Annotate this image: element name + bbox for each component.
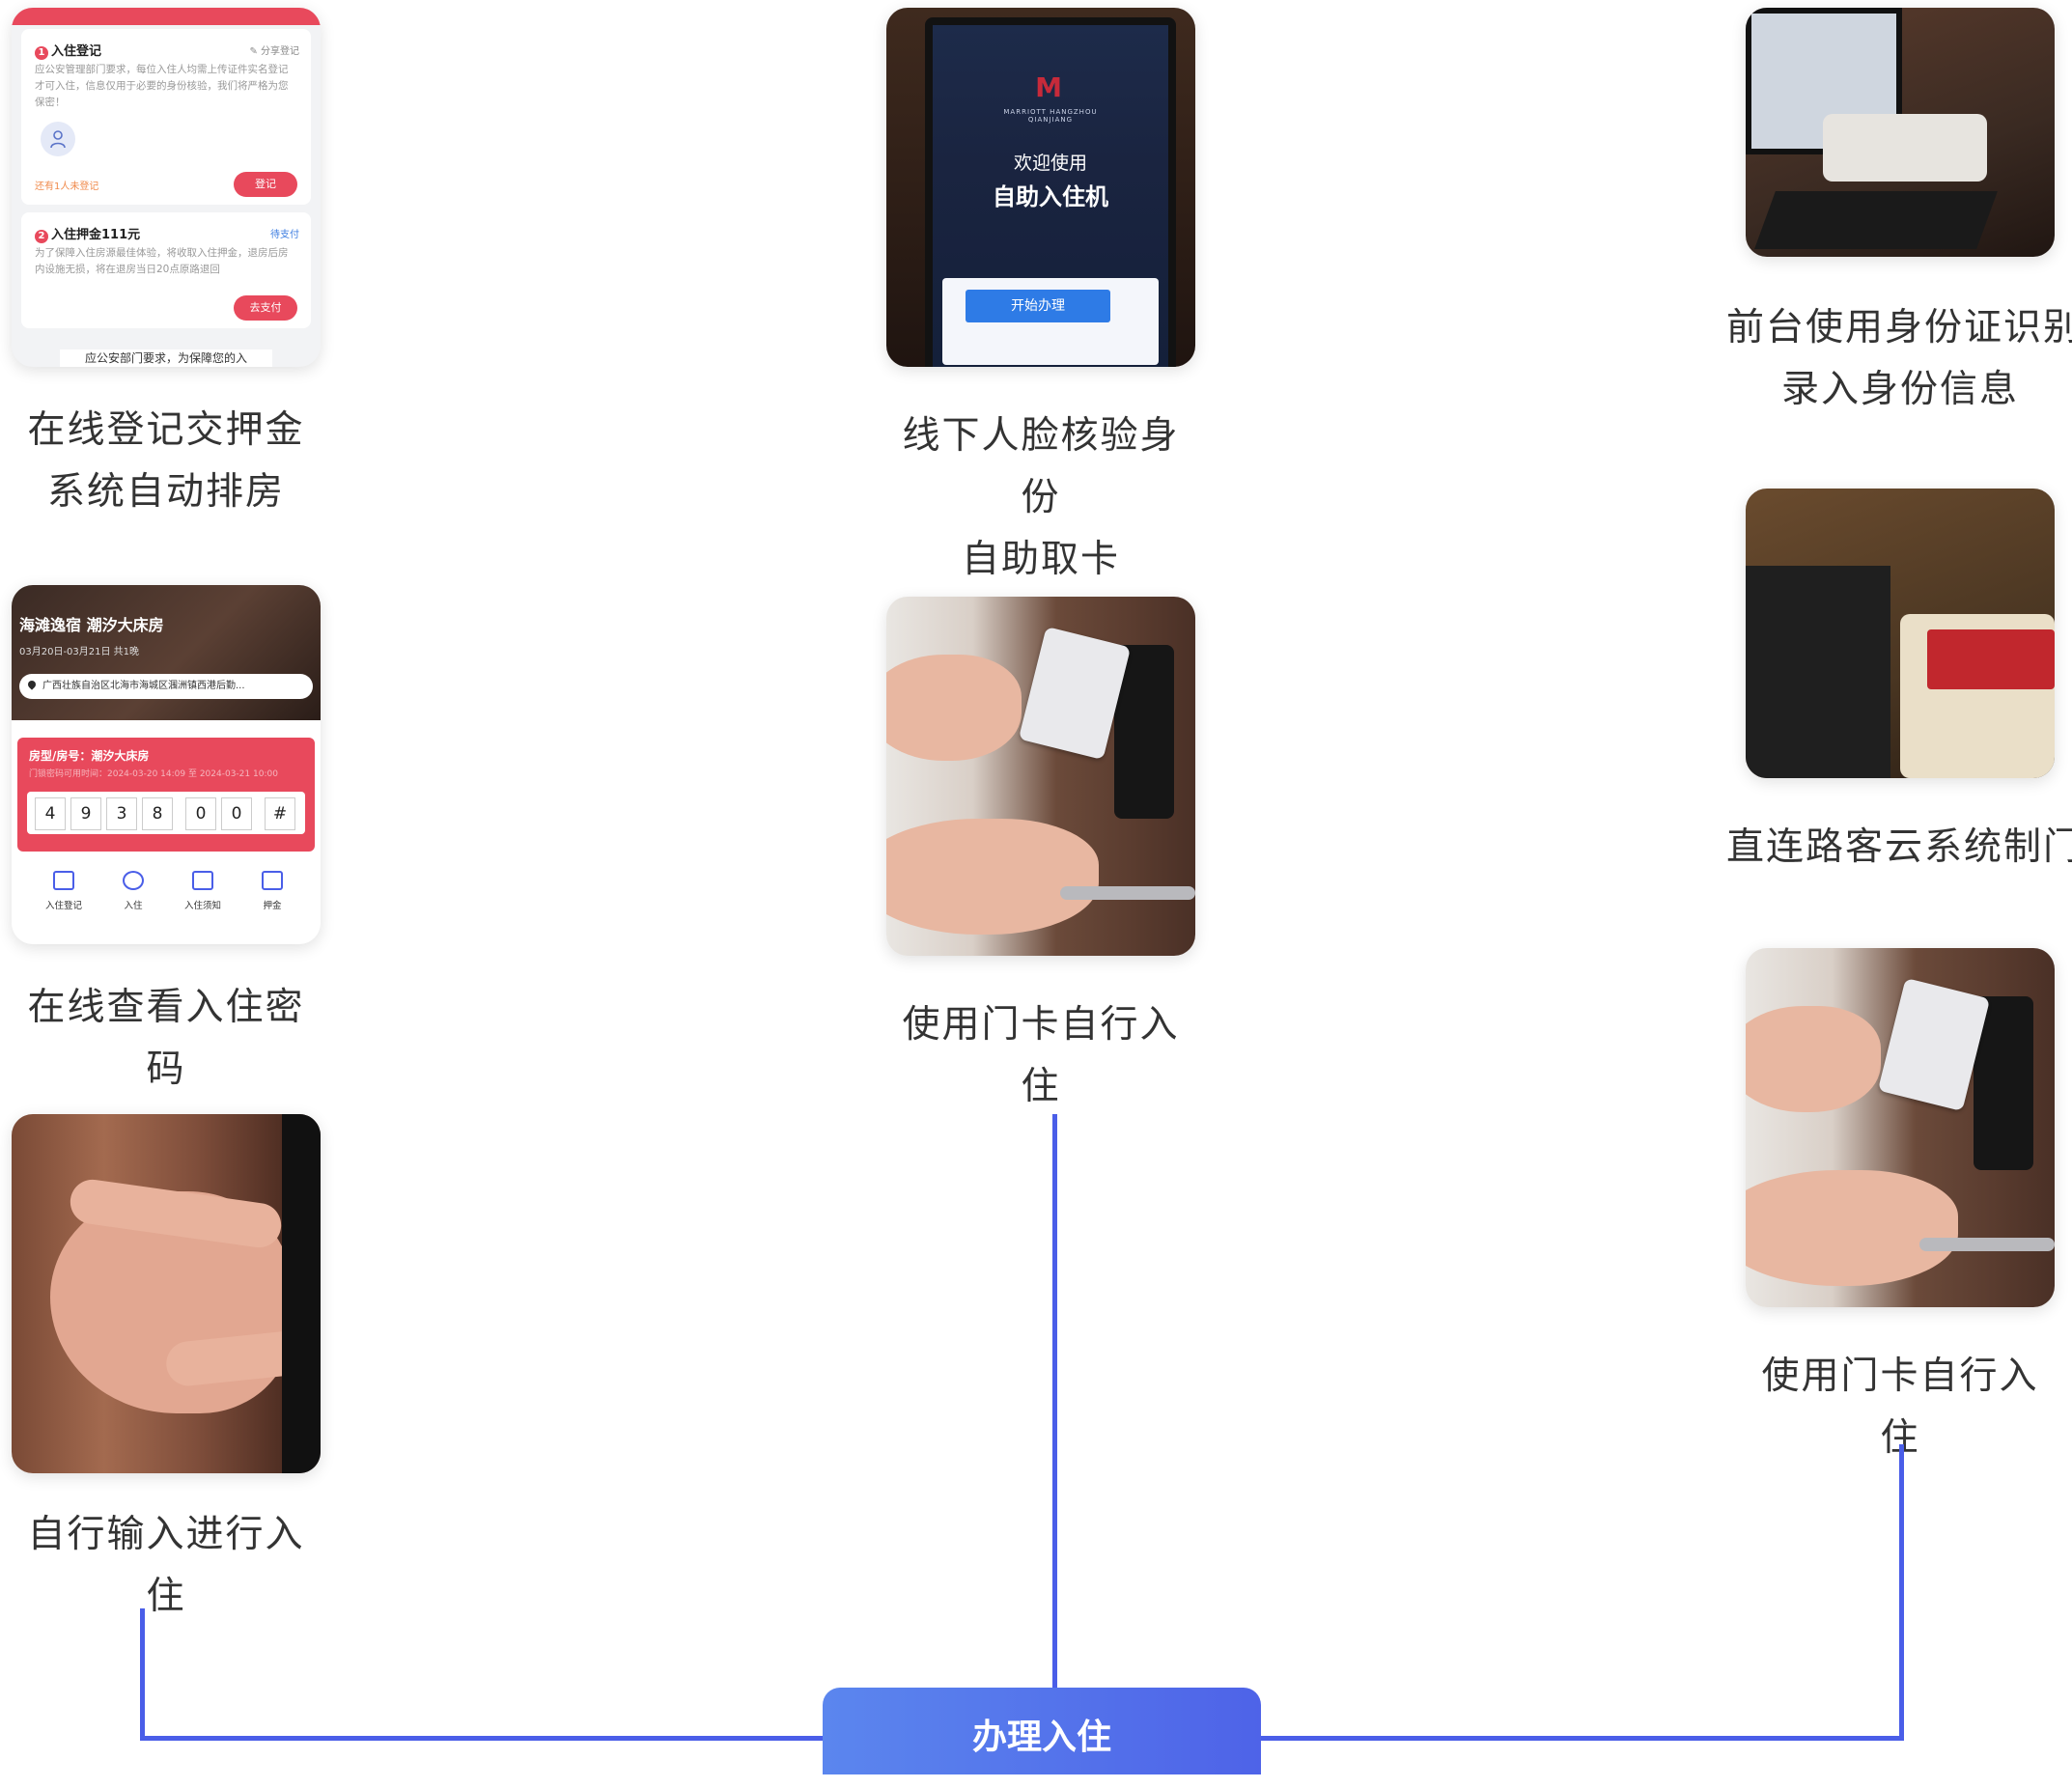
- connector-left-vertical: [140, 1608, 145, 1741]
- keypad: [1746, 566, 1890, 778]
- start-button[interactable]: 开始办理: [966, 290, 1110, 322]
- password-panel: 房型/房号：潮汐大床房 门锁密码可用时间：2024-03-20 14:09 至 …: [17, 738, 315, 852]
- door-handle: [1919, 1238, 2055, 1251]
- share-icon: ✎: [249, 46, 261, 57]
- kiosk-brand: MARRIOTT HANGZHOU QIANJIANG: [1003, 108, 1098, 124]
- hand-shape: [886, 655, 1022, 761]
- password-digit: 3: [106, 797, 137, 830]
- hand-shape: [1746, 1006, 1881, 1112]
- connector-left-horizontal: [140, 1736, 826, 1741]
- caption-view-password: 在线查看入住密码: [27, 986, 305, 1091]
- deposit-text: 为了保障入住房源最佳体验，将收取入住押金，退房后房内设施无损，将在退房当日20点…: [35, 247, 289, 275]
- caption-make-card: 直连路客云系统制门卡: [1726, 825, 2072, 869]
- hotel-title: 海滩逸宿 潮汐大床房: [19, 616, 164, 634]
- arm-shape: [886, 819, 1099, 935]
- nav-deposit[interactable]: 押金: [238, 871, 307, 911]
- form-icon: [53, 871, 74, 890]
- kiosk-welcome: 欢迎使用: [1013, 153, 1087, 174]
- kiosk-panel: 开始办理: [942, 278, 1159, 365]
- checkin-action-button[interactable]: 办理入住: [823, 1688, 1261, 1774]
- password-digit: 0: [221, 797, 252, 830]
- message-icon: [192, 871, 213, 890]
- nav-registration[interactable]: 入住登记: [29, 871, 98, 911]
- arm-shape: [1746, 1170, 1958, 1286]
- wallet-icon: [262, 871, 283, 890]
- kiosk-screen: M MARRIOTT HANGZHOU QIANJIANG 欢迎使用 自助入住机…: [925, 17, 1176, 367]
- connector-middle-vertical: [1052, 1114, 1057, 1690]
- password-view-screenshot: 海滩逸宿 潮汐大床房 03月20日-03月21日 共1晚 广西壮族自治区北海市海…: [12, 585, 321, 944]
- id-reader-photo: [1746, 8, 2055, 257]
- user-avatar-icon: [41, 122, 75, 156]
- keyboard: [1754, 191, 1998, 249]
- password-digit: 9: [70, 797, 101, 830]
- encoder-label: [1927, 629, 2055, 689]
- card-encoder-device: [1900, 614, 2055, 778]
- keypad-strip: [282, 1114, 321, 1473]
- door-handle: [1060, 886, 1195, 900]
- register-button[interactable]: 登记: [234, 172, 297, 197]
- footer-text: 应公安部门要求，为保障您的入: [60, 349, 272, 367]
- registration-text: 应公安管理部门要求，每位入住人均需上传证件实名登记才可入住，信息仅用于必要的身份…: [35, 64, 289, 108]
- nav-checkin[interactable]: 入住: [98, 871, 168, 911]
- caption-self-input: 自行输入进行入住: [27, 1513, 305, 1618]
- share-link[interactable]: ✎ 分享登记: [249, 46, 299, 57]
- password-digit: #: [265, 797, 295, 830]
- door-card-photo-middle: [886, 597, 1195, 956]
- deposit-status: 待支付: [270, 230, 299, 240]
- marriott-logo-icon: M: [1035, 71, 1062, 103]
- location-pin-icon: [26, 679, 38, 690]
- address-bar[interactable]: 广西壮族自治区北海市海城区涠洲镇西港后勤...: [19, 674, 313, 699]
- nav-notice[interactable]: 入住须知: [168, 871, 238, 911]
- caption-front-desk: 前台使用身份证识别器 录入身份信息: [1726, 306, 2072, 411]
- step-badge: 1: [35, 46, 48, 60]
- step-badge: 2: [35, 230, 48, 243]
- pay-button[interactable]: 去支付: [234, 295, 297, 321]
- room-label: 房型/房号：潮汐大床房: [29, 749, 150, 763]
- keypad-entry-photo: [12, 1114, 321, 1473]
- kiosk-title: 自助入住机: [993, 183, 1108, 210]
- password-digit: 0: [185, 797, 216, 830]
- card-encoder-photo: [1746, 489, 2055, 778]
- pending-note: 还有1人未登记: [35, 182, 99, 192]
- password-digit: 4: [35, 797, 66, 830]
- validity-time: 门锁密码可用时间：2024-03-20 14:09 至 2024-03-21 1…: [29, 769, 278, 779]
- self-checkin-kiosk-photo: M MARRIOTT HANGZHOU QIANJIANG 欢迎使用 自助入住机…: [886, 8, 1195, 367]
- caption-online-registration: 在线登记交押金 系统自动排房: [27, 408, 305, 514]
- caption-face-verification: 线下人脸核验身份 自助取卡: [902, 414, 1180, 581]
- connector-right-vertical: [1899, 1444, 1904, 1741]
- date-range: 03月20日-03月21日 共1晚: [19, 647, 140, 657]
- door-card-photo-right: [1746, 948, 2055, 1307]
- connector-right-horizontal: [1259, 1736, 1904, 1741]
- caption-card-checkin-right: 使用门卡自行入住: [1761, 1355, 2039, 1460]
- password-digit: 8: [142, 797, 173, 830]
- password-digits: 4 9 3 8 0 0 #: [27, 792, 305, 834]
- caption-card-checkin-middle: 使用门卡自行入住: [902, 1003, 1180, 1108]
- id-reader-device: [1823, 114, 1987, 182]
- location-icon: [123, 871, 144, 890]
- top-bar: [12, 8, 321, 25]
- hotel-hero: 海滩逸宿 潮汐大床房 03月20日-03月21日 共1晚 广西壮族自治区北海市海…: [12, 585, 321, 720]
